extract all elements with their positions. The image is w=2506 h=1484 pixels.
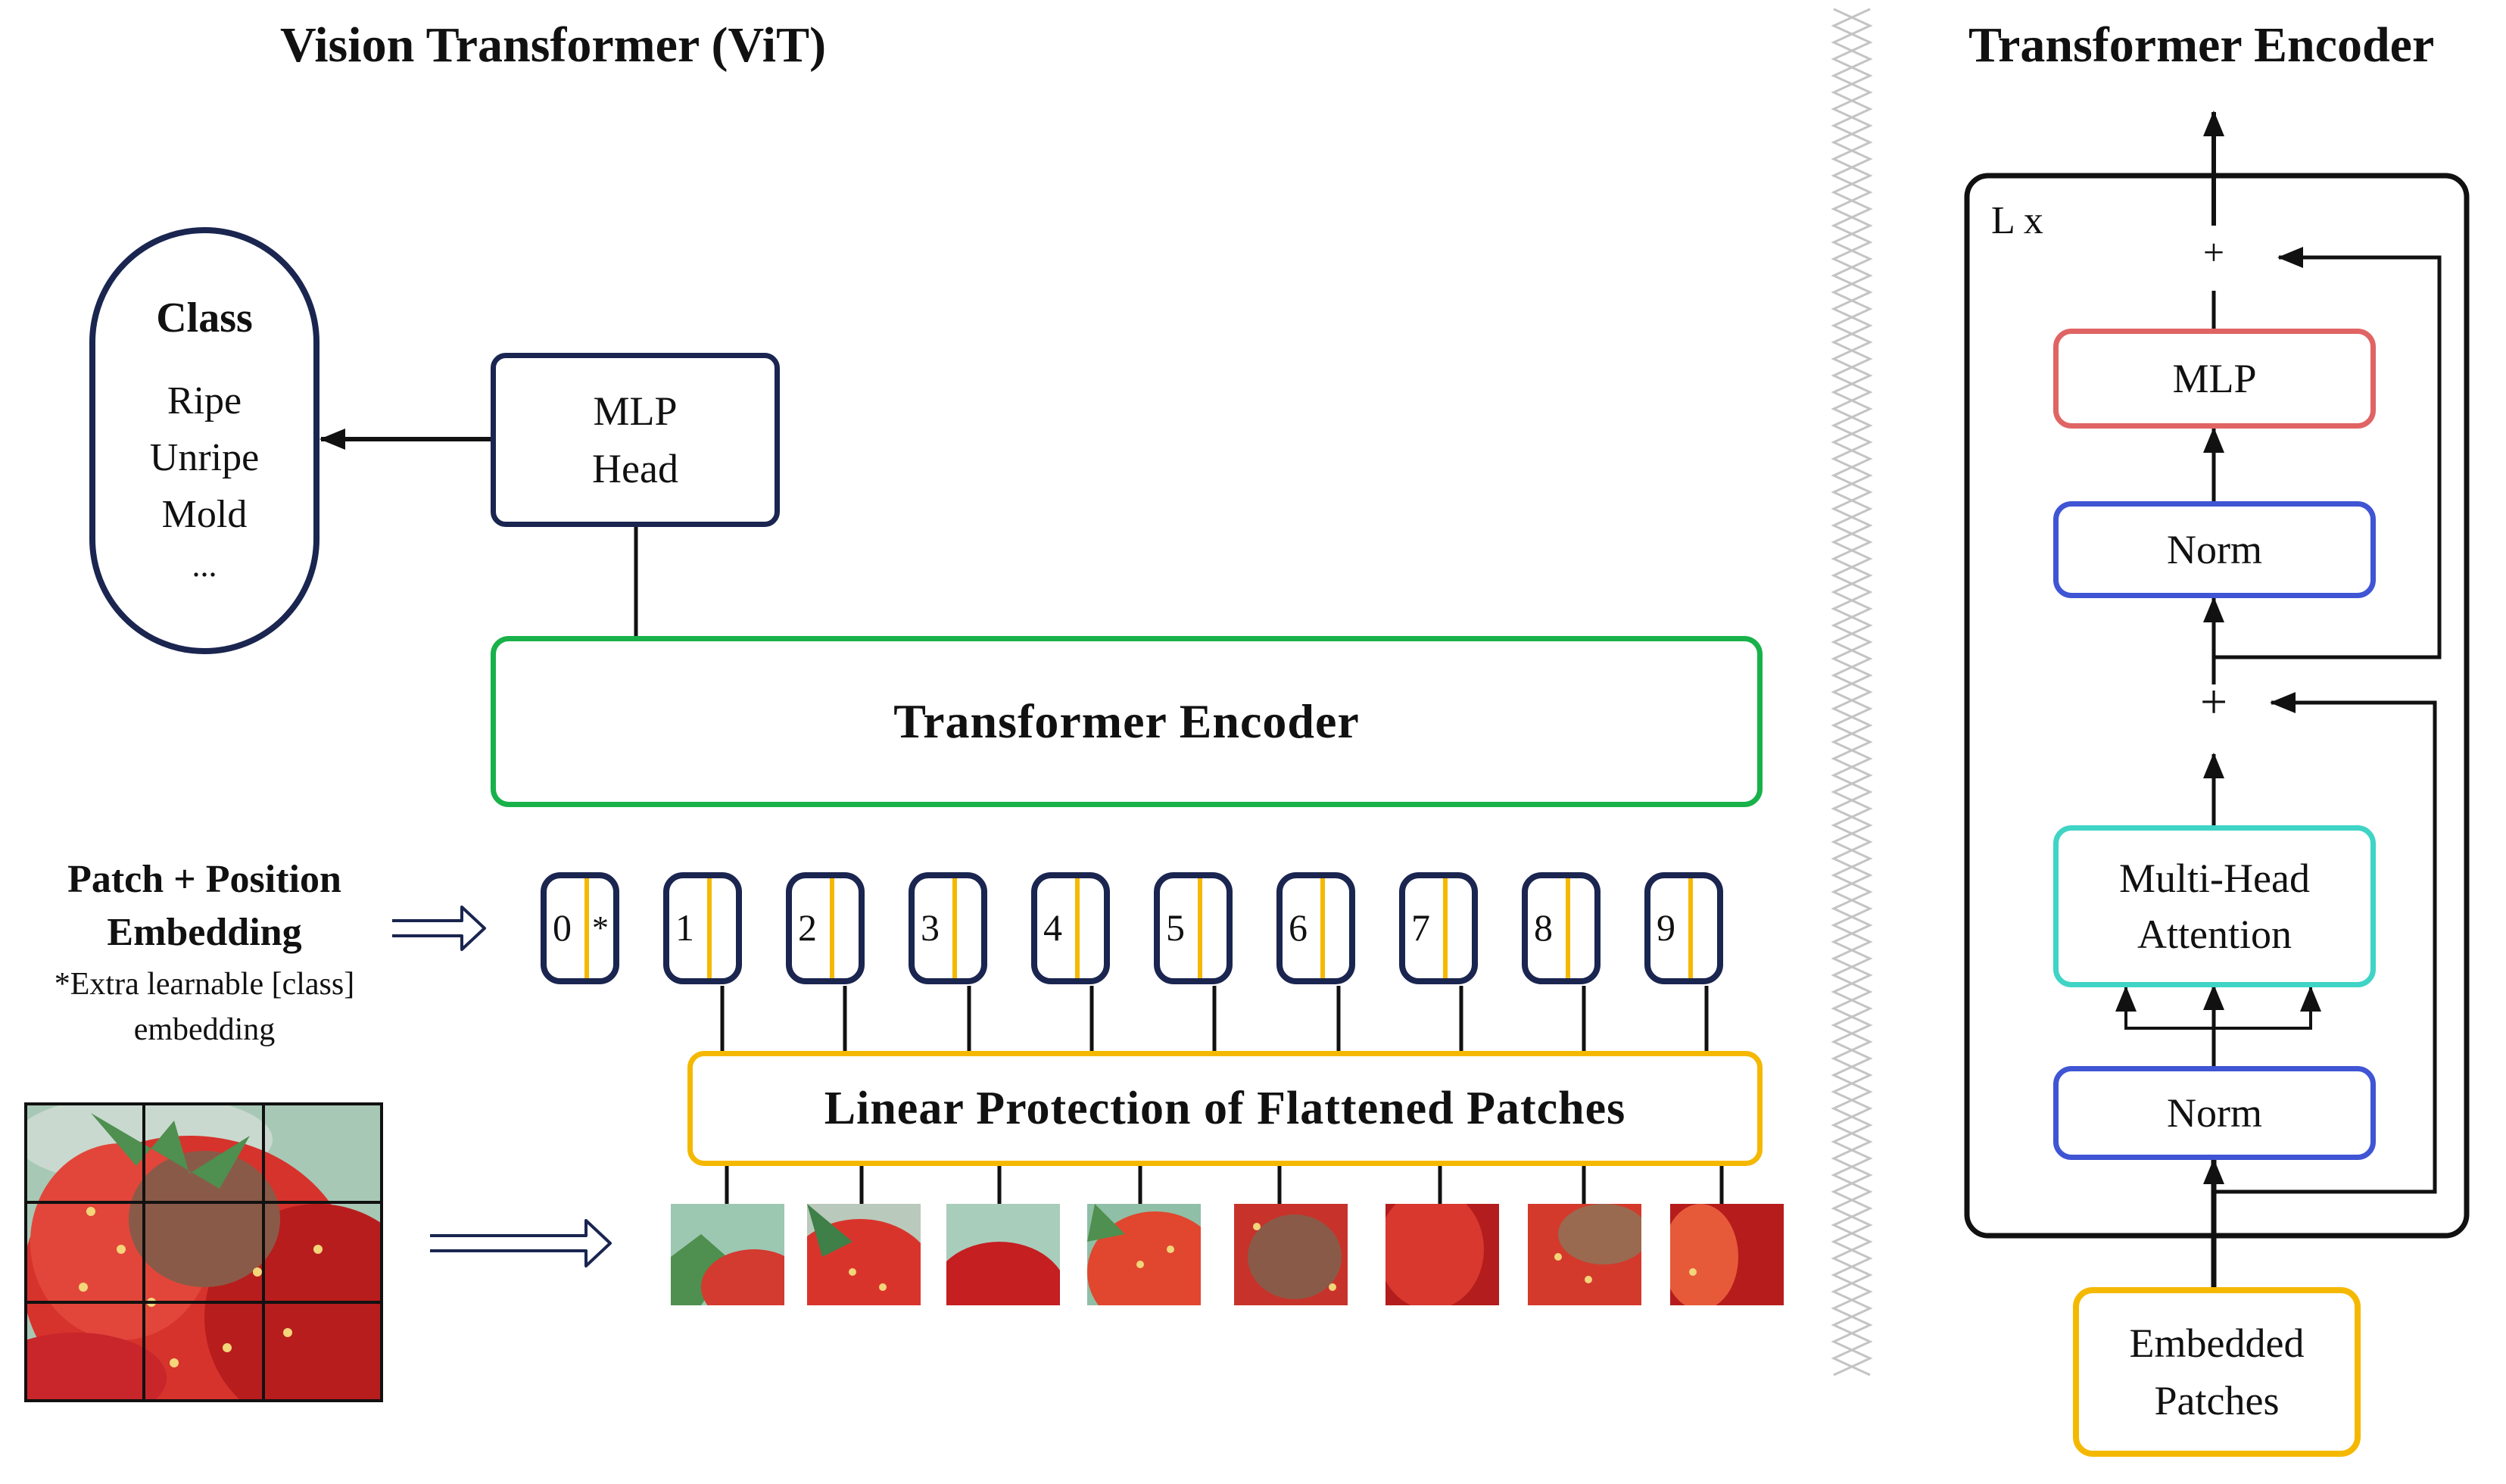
section-divider (1831, 8, 1873, 1376)
mlp-head-box: MLP Head (491, 353, 780, 527)
class-item: Mold (161, 492, 248, 536)
encoder-detail-title: Transformer Encoder (1968, 17, 2435, 73)
class-item: ... (192, 546, 217, 584)
image-grid (26, 1104, 382, 1401)
token-index: 3 (921, 906, 940, 949)
embedding-label-line1: Patch + Position (67, 858, 341, 901)
residual-connection-1 (2214, 692, 2437, 1194)
token-index: 0 (553, 906, 572, 949)
token-connectors (720, 986, 1709, 1051)
attention-line1: Multi-Head (2119, 856, 2310, 901)
multi-head-attention-block: Multi-Head Attention (2053, 825, 2376, 987)
transformer-encoder-box: Transformer Encoder (491, 636, 1763, 807)
vit-title: Vision Transformer (ViT) (280, 17, 827, 73)
token-index: 9 (1657, 906, 1675, 949)
embedding-token: 1 (663, 872, 742, 984)
residual-add-1: + (2199, 675, 2228, 728)
residual-connection-2 (2214, 247, 2442, 659)
mlp-head-line1: MLP (593, 388, 678, 434)
mlp-block-label: MLP (2172, 356, 2257, 401)
double-arrow-embedding (392, 906, 486, 951)
input-image (26, 1104, 382, 1401)
image-patch (1528, 1204, 1641, 1305)
norm-block-label: Norm (2167, 527, 2262, 572)
embedding-token: 2 (786, 872, 865, 984)
embedded-patches-line1: Embedded (2129, 1320, 2305, 1366)
norm-block-label: Norm (2167, 1090, 2262, 1136)
token-index: 4 (1043, 906, 1062, 949)
embedding-token: 7 (1399, 872, 1478, 984)
repeat-label: L x (1991, 199, 2043, 242)
class-heading: Class (156, 294, 253, 341)
embedding-token: 4 (1031, 872, 1110, 984)
token-index: 5 (1166, 906, 1185, 949)
embedded-patches-line2: Patches (2154, 1378, 2280, 1423)
norm-block-2: Norm (2053, 501, 2376, 598)
image-patch (1385, 1204, 1499, 1305)
mlp-block: MLP (2053, 329, 2376, 429)
image-patch (807, 1204, 921, 1305)
linear-projection-label: Linear Protection of Flattened Patches (824, 1082, 1626, 1134)
embedding-token: 5 (1154, 872, 1233, 984)
token-index: 7 (1411, 906, 1430, 949)
token-index: 8 (1534, 906, 1553, 949)
image-patch (671, 1204, 784, 1305)
embedding-note-line1: *Extra learnable [class] (54, 967, 355, 1002)
token-index: 2 (798, 906, 817, 949)
class-item: Unripe (149, 435, 260, 479)
transformer-encoder-label: Transformer Encoder (893, 694, 1360, 748)
patch-connectors (725, 1166, 1724, 1204)
class-output-box: Class Ripe Unripe Mold ... (89, 227, 319, 654)
image-patch (946, 1204, 1060, 1305)
attention-line2: Attention (2137, 912, 2292, 957)
token-index: 6 (1289, 906, 1308, 949)
embedding-label-line2: Embedding (107, 911, 302, 954)
image-patch (1670, 1204, 1784, 1305)
image-patch (1087, 1204, 1201, 1305)
token-index: 1 (675, 906, 694, 949)
class-item: Ripe (167, 379, 242, 422)
embedding-token: 8 (1522, 872, 1601, 984)
embedding-token: 0* (541, 872, 619, 984)
embedding-token: 6 (1276, 872, 1355, 984)
image-patch (1234, 1204, 1348, 1305)
embedding-note-line2: embedding (133, 1012, 276, 1047)
residual-add-2: + (2202, 231, 2225, 273)
repeat-frame (1964, 173, 2470, 1239)
class-token-marker: * (592, 909, 609, 946)
mlp-head-line2: Head (592, 446, 678, 491)
embedding-token: 3 (909, 872, 987, 984)
double-arrow-image (430, 1219, 612, 1267)
linear-projection-box: Linear Protection of Flattened Patches (687, 1051, 1763, 1166)
norm-block-1: Norm (2053, 1066, 2376, 1160)
embedding-token: 9 (1644, 872, 1723, 984)
embedded-patches-box: Embedded Patches (2073, 1287, 2361, 1457)
